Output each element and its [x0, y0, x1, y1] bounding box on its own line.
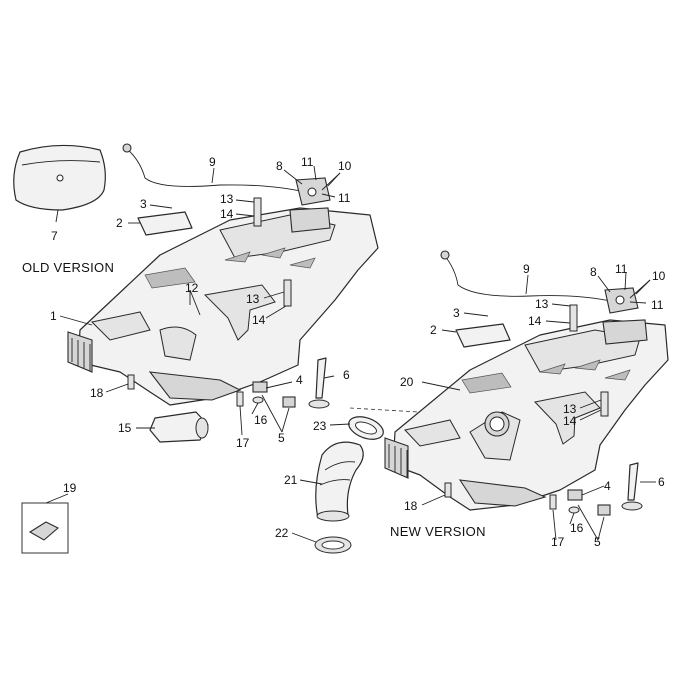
part-23-clamp — [348, 416, 384, 440]
callout-9: 9 — [209, 155, 216, 169]
callout-2: 2 — [430, 323, 437, 337]
callout-10: 10 — [338, 159, 352, 173]
callout-3: 3 — [453, 306, 460, 320]
callout-13: 13 — [246, 292, 260, 306]
callout-15: 15 — [118, 421, 132, 435]
part-6-lever-new — [621, 462, 643, 511]
callout-11: 11 — [615, 262, 628, 276]
callout-5: 5 — [278, 431, 285, 445]
old-version-label: OLD VERSION — [22, 260, 114, 275]
part-9-cable-old — [122, 143, 306, 193]
part-15-bracket-old — [149, 411, 209, 443]
callout-13: 13 — [563, 402, 577, 416]
part-7-cover — [13, 144, 106, 211]
callout-19: 19 — [63, 481, 77, 495]
callout-8: 8 — [276, 159, 283, 173]
part-22-clamp — [314, 536, 352, 554]
callout-11: 11 — [651, 298, 664, 312]
part-4-5-16-grommets-old — [252, 381, 296, 408]
part-8-lock-old — [295, 177, 331, 206]
part-9-cable-new — [440, 250, 616, 303]
callout-21: 21 — [284, 473, 298, 487]
callout-20: 20 — [400, 375, 414, 389]
callout-14: 14 — [252, 313, 266, 327]
callout-14: 14 — [220, 207, 234, 221]
callout-6: 6 — [343, 368, 350, 382]
part-8-lock-new — [604, 287, 639, 314]
callout-11: 11 — [301, 155, 314, 169]
callout-1: 1 — [50, 309, 57, 323]
part-19-box — [21, 502, 69, 554]
callout-16: 16 — [254, 413, 268, 427]
callout-18: 18 — [90, 386, 104, 400]
callout-3: 3 — [140, 197, 147, 211]
new-version-label: NEW VERSION — [390, 524, 486, 539]
part-13-bolt-new — [569, 304, 609, 417]
part-20-undertray-new — [384, 319, 669, 511]
part-18-screw-old — [127, 374, 244, 407]
callout-6: 6 — [658, 475, 665, 489]
callout-10: 10 — [652, 269, 666, 283]
callout-14: 14 — [528, 314, 542, 328]
part-18-screw-new — [444, 482, 557, 510]
callout-13: 13 — [535, 297, 549, 311]
part-2-plate-new — [455, 323, 511, 348]
part-1-undertray-old — [67, 207, 379, 406]
part-4-5-16-grommets-new — [567, 489, 611, 516]
callout-16: 16 — [570, 521, 584, 535]
callout-17: 17 — [236, 436, 250, 450]
callout-9: 9 — [523, 262, 530, 276]
callout-4: 4 — [296, 373, 303, 387]
callout-13: 13 — [220, 192, 234, 206]
callout-23: 23 — [313, 419, 327, 433]
callout-14: 14 — [563, 414, 577, 428]
callout-11: 11 — [338, 191, 351, 205]
cooling-fins-old — [67, 331, 93, 373]
callout-4: 4 — [604, 479, 611, 493]
callout-22: 22 — [275, 526, 289, 540]
callout-2: 2 — [116, 216, 123, 230]
callout-12: 12 — [185, 281, 199, 295]
callout-17: 17 — [551, 535, 565, 549]
callout-5: 5 — [594, 535, 601, 549]
callout-18: 18 — [404, 499, 418, 513]
callout-7: 7 — [51, 229, 58, 243]
part-6-lever-old — [308, 357, 330, 409]
part-13-bolt-old — [253, 197, 292, 307]
part-2-plate-old — [137, 211, 193, 236]
leader-lines — [45, 165, 656, 543]
cooling-fins-new — [384, 437, 409, 479]
callout-8: 8 — [590, 265, 597, 279]
part-21-duct-hose — [315, 441, 364, 522]
